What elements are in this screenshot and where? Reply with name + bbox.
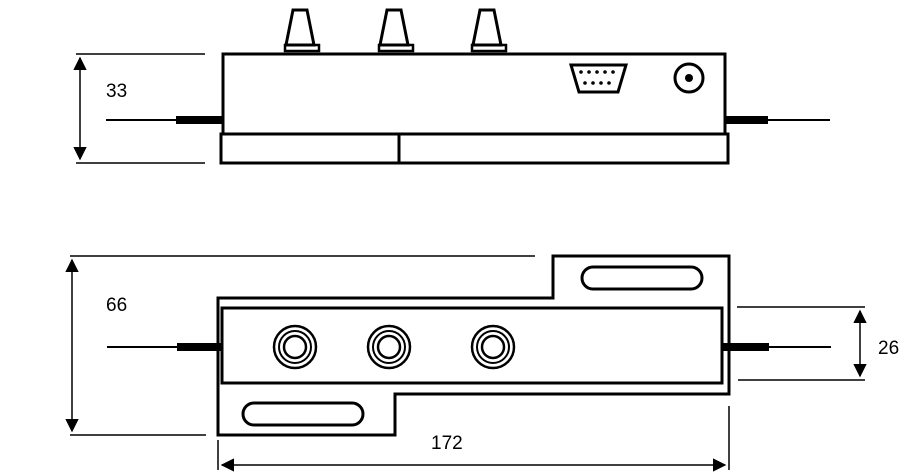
top-view [65, 254, 867, 472]
knob-icon [470, 8, 508, 53]
db9-connector-icon [568, 63, 629, 94]
device-body [221, 52, 727, 136]
port-icon [470, 324, 516, 370]
knob-icon [283, 8, 321, 53]
mounting-plate [216, 254, 731, 437]
base-plate [219, 132, 730, 165]
cable-right [725, 116, 830, 124]
cable-left [107, 343, 222, 351]
port-icon [272, 324, 318, 370]
dim-label-172: 172 [431, 433, 463, 454]
mounting-slot-icon [241, 401, 365, 427]
cable-right [722, 343, 831, 351]
cable-left [106, 116, 223, 124]
dim-label-26: 26 [878, 338, 900, 359]
side-view [73, 8, 830, 165]
mounting-slot-icon [580, 265, 704, 291]
coax-jack-icon [673, 62, 705, 94]
dim-label-66: 66 [106, 295, 128, 316]
knob-icon [377, 8, 415, 53]
port-icon [366, 324, 412, 370]
dim-label-33: 33 [106, 81, 128, 102]
